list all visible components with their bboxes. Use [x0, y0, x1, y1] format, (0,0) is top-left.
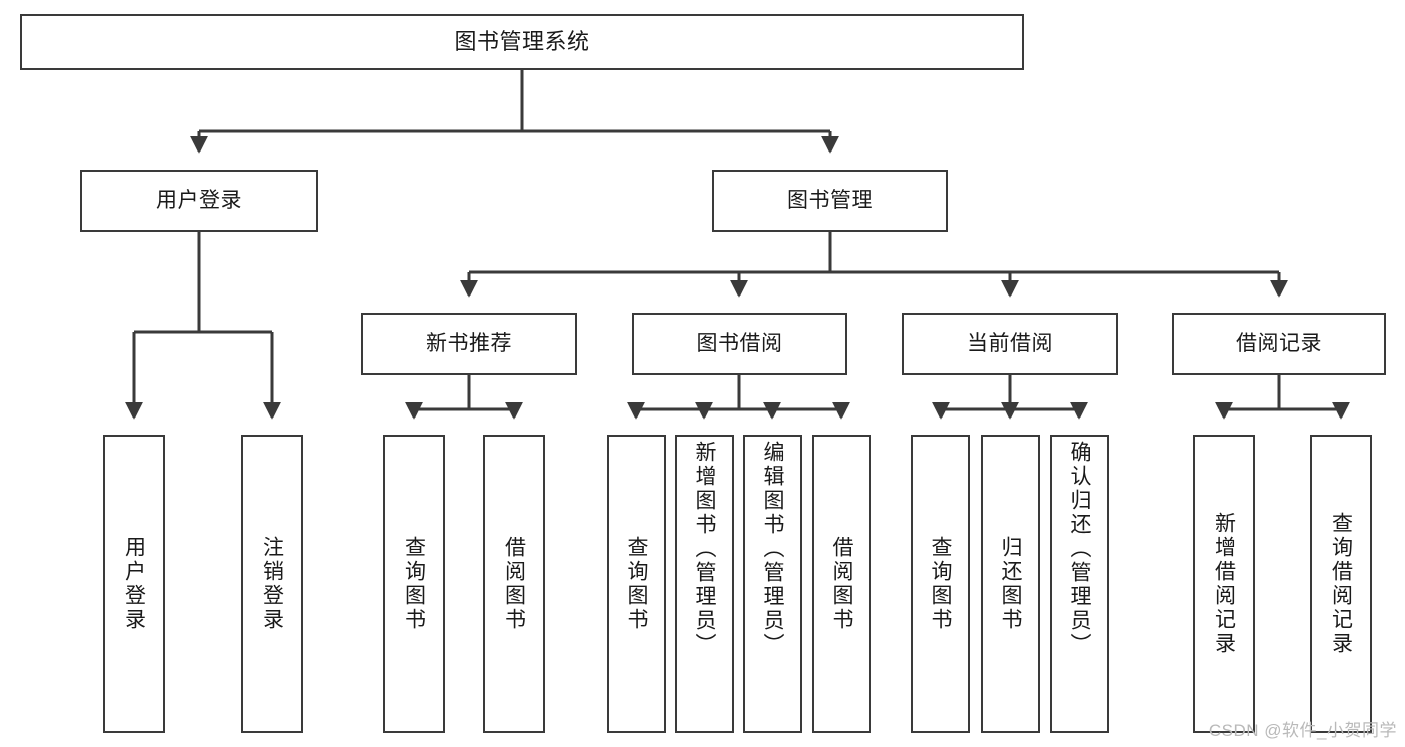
leaf-book-borrow-borrow-book[interactable]: 借阅图书: [812, 435, 871, 733]
node-book-management[interactable]: 图书管理: [712, 170, 948, 232]
node-label: 新书推荐: [426, 331, 512, 355]
leaf-current-borrow-query-book[interactable]: 查询图书: [911, 435, 970, 733]
node-label: 图书管理系统: [454, 29, 590, 55]
leaf-current-borrow-return-book[interactable]: 归还图书: [981, 435, 1040, 733]
leaf-book-borrow-edit-book-admin[interactable]: 编辑图书（管理员）: [743, 435, 802, 733]
node-label: 查询借阅记录: [1329, 512, 1353, 656]
leaf-user-login-login[interactable]: 用户登录: [103, 435, 165, 733]
node-root-book-management-system[interactable]: 图书管理系统: [20, 14, 1024, 70]
watermark: CSDN @软件_小贺同学: [1208, 721, 1397, 740]
node-label: 归还图书: [999, 536, 1022, 632]
node-label: 查询图书: [929, 536, 952, 632]
node-label: 注销登录: [260, 536, 284, 632]
leaf-borrow-records-add-record[interactable]: 新增借阅记录: [1193, 435, 1255, 733]
leaf-new-book-query-book[interactable]: 查询图书: [383, 435, 445, 733]
node-book-borrow[interactable]: 图书借阅: [632, 313, 847, 375]
node-label: 查询图书: [625, 536, 648, 632]
node-label: 借阅图书: [502, 536, 526, 632]
leaf-new-book-borrow-book[interactable]: 借阅图书: [483, 435, 545, 733]
leaf-user-login-logout[interactable]: 注销登录: [241, 435, 303, 733]
node-borrow-records[interactable]: 借阅记录: [1172, 313, 1386, 375]
node-current-borrow[interactable]: 当前借阅: [902, 313, 1118, 375]
leaf-book-borrow-query-book[interactable]: 查询图书: [607, 435, 666, 733]
node-label: 确认归还（管理员）: [1068, 441, 1091, 657]
node-label: 编辑图书（管理员）: [761, 441, 784, 657]
node-label: 图书管理: [787, 188, 873, 212]
node-new-book-recommend[interactable]: 新书推荐: [361, 313, 577, 375]
node-label: 借阅图书: [830, 536, 853, 632]
leaf-book-borrow-add-book-admin[interactable]: 新增图书（管理员）: [675, 435, 734, 733]
leaf-current-borrow-confirm-return-admin[interactable]: 确认归还（管理员）: [1050, 435, 1109, 733]
node-label: 用户登录: [122, 536, 146, 632]
node-user-login[interactable]: 用户登录: [80, 170, 318, 232]
node-label: 查询图书: [402, 536, 426, 632]
node-label: 借阅记录: [1236, 331, 1322, 355]
node-label: 当前借阅: [967, 331, 1053, 355]
node-label: 新增借阅记录: [1212, 512, 1236, 656]
node-label: 新增图书（管理员）: [693, 441, 716, 657]
node-label: 用户登录: [156, 188, 242, 212]
node-label: 图书借阅: [696, 331, 783, 355]
leaf-borrow-records-query-record[interactable]: 查询借阅记录: [1310, 435, 1372, 733]
